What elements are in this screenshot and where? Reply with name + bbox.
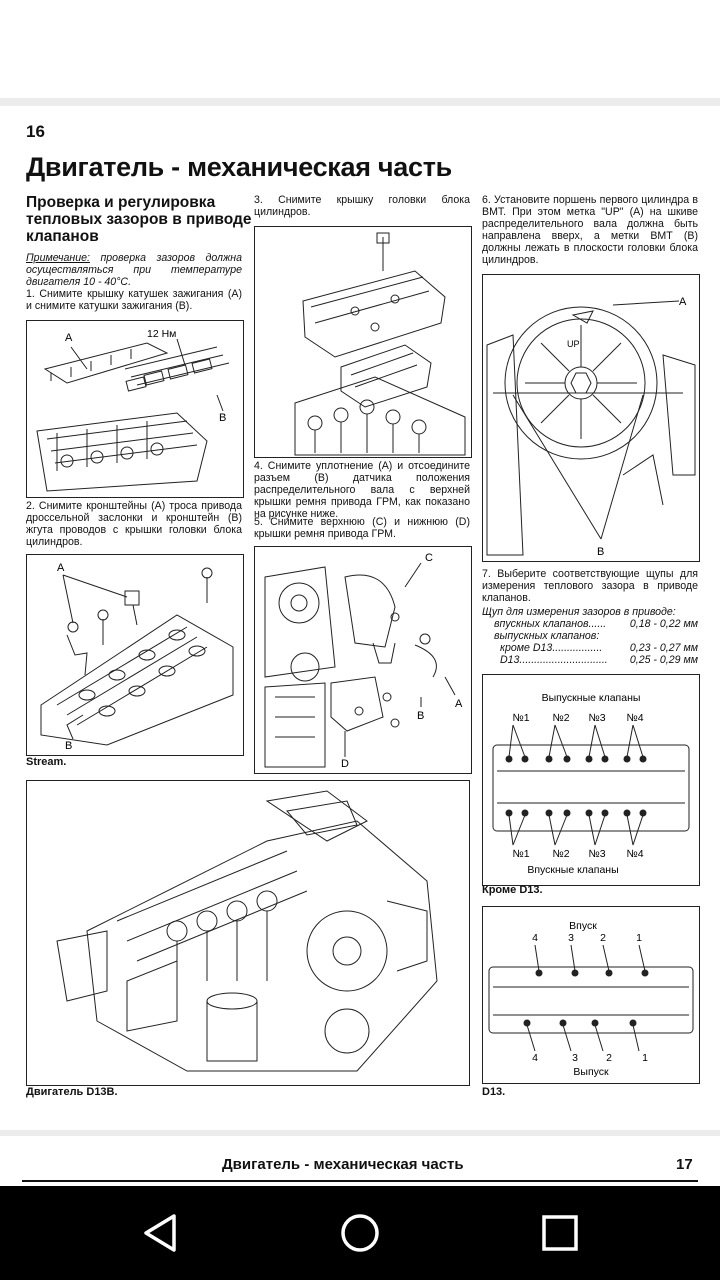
figure-valves-d13: Впуск 4 3 2 1 4 3 2 1 Выпуск xyxy=(482,906,700,1084)
fig4-label-d: D xyxy=(341,758,349,770)
valves2-bottom-label: Выпуск xyxy=(573,1066,609,1078)
figure-head-cover xyxy=(254,226,472,458)
document-page-16: 16 Двигатель - механическая часть Провер… xyxy=(0,106,720,1130)
spec-block: Щуп для измерения зазоров в приводе: впу… xyxy=(482,606,698,666)
figure-throttle-brackets: А В xyxy=(26,554,244,756)
step-1-text: 1. Снимите крышку катушек зажигания (А) … xyxy=(26,288,242,312)
valves1-bottom-num-4: №4 xyxy=(626,848,643,860)
next-page-number: 17 xyxy=(676,1156,693,1173)
valves2-top-label: Впуск xyxy=(569,920,597,932)
spec-d13-row: D13.............................. 0,25 -… xyxy=(482,654,698,666)
pulley-label-a: А xyxy=(679,296,687,308)
valves1-bottom-label: Впускные клапаны xyxy=(527,864,618,876)
spec-intake-row: впускных клапанов...... 0,18 - 0,22 мм xyxy=(482,618,698,630)
figure-ignition-coils: А 12 Нм В xyxy=(26,320,244,498)
fig4-label-c: С xyxy=(425,552,433,564)
fig4-label-b: В xyxy=(417,710,424,722)
valves2-top-num-4: 4 xyxy=(532,932,538,944)
pulley-label-up: UP xyxy=(567,339,580,349)
valves1-top-num-4: №4 xyxy=(626,712,643,724)
next-page-title: Двигатель - механическая часть xyxy=(222,1156,464,1173)
spec-exhaust-label: выпускных клапанов: xyxy=(494,630,600,642)
valves2-top-num-1: 1 xyxy=(636,932,642,944)
spec-d13-value: 0,25 - 0,29 мм xyxy=(629,654,698,666)
spec-except-label: кроме D13................. xyxy=(500,642,603,654)
spec-except-value: 0,23 - 0,27 мм xyxy=(629,642,698,654)
note-label: Примечание: xyxy=(26,252,90,264)
valves1-top-label: Выпускные клапаны xyxy=(542,692,641,704)
spec-intake-label: впускных клапанов...... xyxy=(494,618,607,630)
fig2-label-a: А xyxy=(57,562,65,574)
home-icon[interactable] xyxy=(335,1208,385,1258)
step-4-text: 4. Снимите уплотнение (А) и отсоедините … xyxy=(254,460,470,520)
valves2-top-num-2: 2 xyxy=(600,932,606,944)
document-page-17-header: Двигатель - механическая часть 17 xyxy=(0,1136,720,1186)
fig2-label-b: В xyxy=(65,740,72,752)
valves1-bottom-num-2: №2 xyxy=(552,848,569,860)
valves1-bottom-num-1: №1 xyxy=(512,848,529,860)
engine-caption: Двигатель D13В. xyxy=(26,1086,118,1098)
fig1-label-a: А xyxy=(65,332,73,344)
fig1-label-b: В xyxy=(219,412,226,424)
figure-cam-pulley-tdc: UP А В xyxy=(482,274,700,562)
valves2-top-num-3: 3 xyxy=(568,932,574,944)
spec-title: Щуп для измерения зазоров в приводе: xyxy=(482,606,676,618)
figure-engine-d13b xyxy=(26,780,470,1086)
previous-page-bottom xyxy=(0,0,720,98)
step-2-text: 2. Снимите кронштейны (А) троса привода … xyxy=(26,500,242,548)
step-7-text: 7. Выберите соответствующие щупы для изм… xyxy=(482,568,698,604)
spec-intake-value: 0,18 - 0,22 мм xyxy=(629,618,698,630)
note: Примечание: проверка зазоров должна осущ… xyxy=(26,252,242,288)
fig4-label-a: А xyxy=(455,698,463,710)
step-3-text: 3. Снимите крышку головки блока цилиндро… xyxy=(254,194,470,218)
section-title: Проверка и регулировка тепловых зазоров … xyxy=(26,194,252,245)
valves1-caption: Кроме D13. xyxy=(482,884,543,896)
fig2-caption: Stream. xyxy=(26,756,67,768)
page-title: Двигатель - механическая часть xyxy=(26,152,452,182)
fig1-label-torque: 12 Нм xyxy=(147,328,176,340)
note-text: проверка зазоров должна осуществляться п… xyxy=(26,252,242,288)
figure-valves-except-d13: Выпускные клапаны №1 №2 №3 №4 №1 №2 №3 №… xyxy=(482,674,700,886)
page-number: 16 xyxy=(26,122,45,141)
back-icon[interactable] xyxy=(136,1208,186,1258)
step-5-text: 5. Снимите верхнюю (С) и нижнюю (D) крыш… xyxy=(254,516,470,540)
valves1-top-num-1: №1 xyxy=(512,712,529,724)
spec-d13-label: D13.............................. xyxy=(500,654,608,666)
pulley-label-b: В xyxy=(597,546,604,558)
figure-timing-belt-covers: С А В D xyxy=(254,546,472,774)
valves1-top-num-2: №2 xyxy=(552,712,569,724)
page-gap-2 xyxy=(0,1130,720,1136)
valves2-caption: D13. xyxy=(482,1086,506,1098)
valves2-bottom-num-2: 2 xyxy=(606,1052,612,1064)
step-6-text: 6. Установите поршень первого цилиндра в… xyxy=(482,194,698,266)
valves1-top-num-3: №3 xyxy=(588,712,605,724)
valves2-bottom-num-3: 3 xyxy=(572,1052,578,1064)
valves2-bottom-num-4: 4 xyxy=(532,1052,538,1064)
recents-icon[interactable] xyxy=(535,1208,585,1258)
valves1-bottom-num-3: №3 xyxy=(588,848,605,860)
page-gap xyxy=(0,98,720,106)
spec-except-row: кроме D13................. 0,23 - 0,27 м… xyxy=(482,642,698,654)
header-rule xyxy=(22,1180,698,1182)
android-navigation-bar xyxy=(0,1186,720,1280)
valves2-bottom-num-1: 1 xyxy=(642,1052,648,1064)
